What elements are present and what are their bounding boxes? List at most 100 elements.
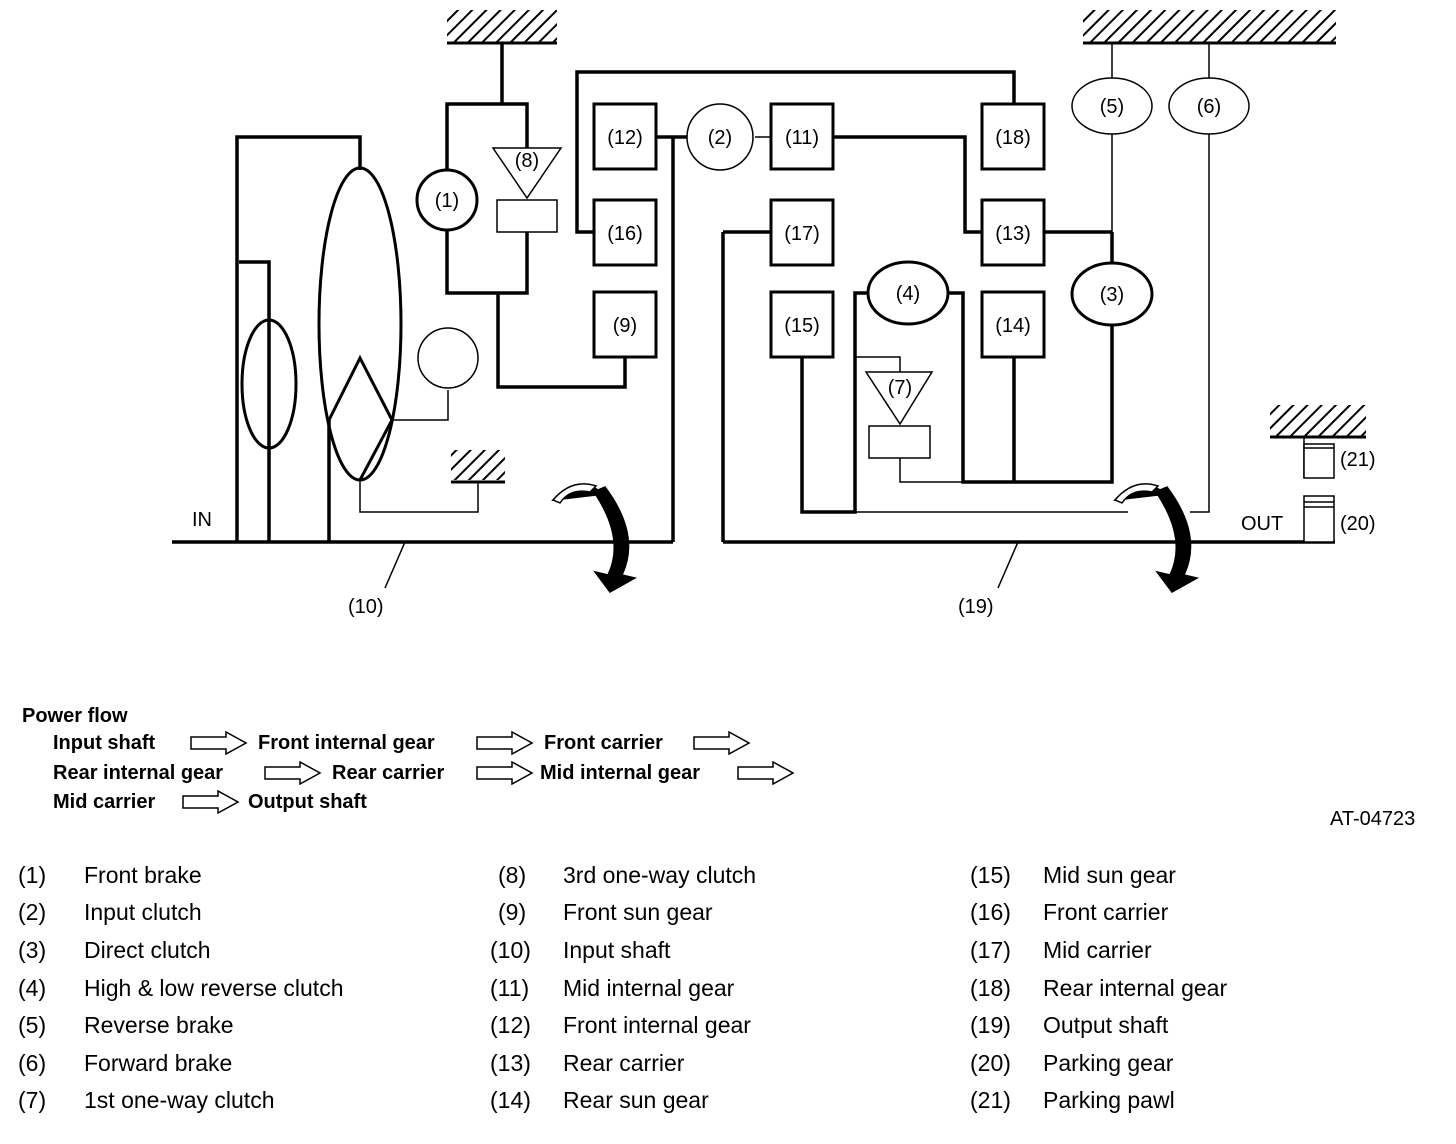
legend-label: Input shaft (563, 937, 671, 963)
node-label: (14) (995, 315, 1031, 337)
node-label: (12) (607, 127, 643, 149)
legend-number: (6) (18, 1050, 47, 1076)
node-label: (19) (958, 596, 994, 618)
node-label: (17) (784, 223, 820, 245)
power-flow-title: Power flow (22, 705, 128, 727)
legend-number: (12) (490, 1012, 531, 1038)
rear-internal-gear-box: (18) (980, 102, 1046, 171)
legend-label: Front brake (84, 862, 202, 888)
legend-number: (9) (498, 899, 527, 925)
mid-sun-gear-box: (15) (769, 290, 835, 359)
power-flow-step: Front carrier (544, 732, 663, 754)
legend-number: (21) (970, 1087, 1011, 1113)
legend-number: (8) (498, 862, 527, 888)
legend-label: High & low reverse clutch (84, 975, 344, 1001)
direct-clutch-symbol: (3) (1070, 261, 1154, 327)
arrow-right-icon (182, 790, 240, 814)
node-label: (3) (1100, 284, 1124, 306)
node-label: (15) (784, 315, 820, 337)
input-clutch-symbol: (2) (686, 103, 754, 171)
legend-label: Rear sun gear (563, 1087, 709, 1113)
node-label: (10) (348, 596, 384, 618)
one-way-clutch-8 (491, 147, 563, 233)
legend-number: (10) (490, 937, 531, 963)
oil-pump-symbol (417, 327, 479, 389)
node-label: (6) (1197, 96, 1221, 118)
legend-label: Reverse brake (84, 1012, 234, 1038)
legend-number: (1) (18, 862, 47, 888)
legend-number: (17) (970, 937, 1011, 963)
legend-label: Front sun gear (563, 899, 713, 925)
rotation-arrow-input (551, 483, 638, 593)
legend-number: (5) (18, 1012, 47, 1038)
legend-label: Front carrier (1043, 899, 1169, 925)
legend-number: (20) (970, 1050, 1011, 1076)
power-flow-step: Input shaft (53, 732, 156, 754)
legend-number: (3) (18, 937, 47, 963)
arrow-right-icon (693, 731, 751, 755)
legend-label: Mid carrier (1043, 937, 1152, 963)
torque-converter (240, 166, 403, 482)
front-carrier-box: (16) (592, 198, 658, 267)
ground-symbol-top-right (1083, 10, 1336, 45)
node-label: (18) (995, 127, 1031, 149)
power-flow-diagram: (1) (2) (3) (4) (5) (6) (12) (11) (18) (172, 10, 1376, 618)
mid-internal-gear-box: (11) (769, 102, 835, 171)
forward-brake-symbol: (6) (1168, 77, 1250, 135)
ground-symbol-top (447, 10, 557, 45)
node-label: (2) (708, 127, 732, 149)
legend-number: (19) (970, 1012, 1011, 1038)
legend-label: Front internal gear (563, 1012, 751, 1038)
node-label: (8) (515, 150, 539, 172)
legend-number: (4) (18, 975, 47, 1001)
front-internal-gear-box: (12) (592, 102, 658, 171)
high-low-reverse-clutch-symbol: (4) (866, 260, 950, 326)
legend-label: Rear internal gear (1043, 975, 1228, 1001)
front-sun-gear-box: (9) (592, 290, 658, 359)
one-way-clutch-7 (864, 371, 934, 459)
legend-number: (13) (490, 1050, 531, 1076)
in-label: IN (192, 509, 212, 531)
arrow-right-icon (737, 761, 795, 785)
legend-label: Parking gear (1043, 1050, 1174, 1076)
arrow-right-icon (476, 731, 534, 755)
ground-symbol-torque-converter (451, 450, 505, 484)
legend-label: Forward brake (84, 1050, 233, 1076)
node-label: (4) (896, 283, 920, 305)
power-flow-step: Rear internal gear (53, 762, 224, 784)
node-label: (11) (785, 127, 819, 149)
node-label: (20) (1340, 513, 1376, 535)
arrow-right-icon (476, 761, 534, 785)
node-label: (21) (1340, 449, 1376, 471)
power-flow-step: Front internal gear (258, 732, 435, 754)
legend-label: Direct clutch (84, 937, 211, 963)
legend-number: (11) (490, 975, 530, 1001)
legend-label: 1st one-way clutch (84, 1087, 275, 1113)
power-flow-step: Mid carrier (53, 791, 156, 813)
rotation-arrow-output (1113, 483, 1200, 593)
node-label: (5) (1100, 96, 1124, 118)
power-flow-step: Output shaft (248, 791, 367, 813)
power-flow-step: Rear carrier (332, 762, 445, 784)
node-label: (1) (435, 190, 459, 212)
legend-label: Output shaft (1043, 1012, 1169, 1038)
parking-pawl-symbol (1303, 443, 1335, 479)
legend-label: Rear carrier (563, 1050, 685, 1076)
figure-reference: AT-04723 (1330, 808, 1416, 830)
rear-carrier-box: (13) (980, 198, 1046, 267)
front-brake-symbol: (1) (415, 168, 479, 232)
legend-label: Input clutch (84, 899, 202, 925)
ground-symbol-parking (1270, 405, 1366, 439)
shaft-lines (172, 43, 1335, 544)
legend-number: (15) (970, 862, 1011, 888)
legend-number: (7) (18, 1087, 47, 1113)
legend-number: (16) (970, 899, 1011, 925)
node-label: (16) (607, 223, 643, 245)
arrow-right-icon (264, 761, 322, 785)
legend-label: Mid sun gear (1043, 862, 1176, 888)
legend-label: 3rd one-way clutch (563, 862, 757, 888)
node-label: (13) (995, 223, 1031, 245)
legend-label: Mid internal gear (563, 975, 735, 1001)
mid-carrier-box: (17) (769, 198, 835, 267)
rear-sun-gear-box: (14) (980, 290, 1046, 359)
